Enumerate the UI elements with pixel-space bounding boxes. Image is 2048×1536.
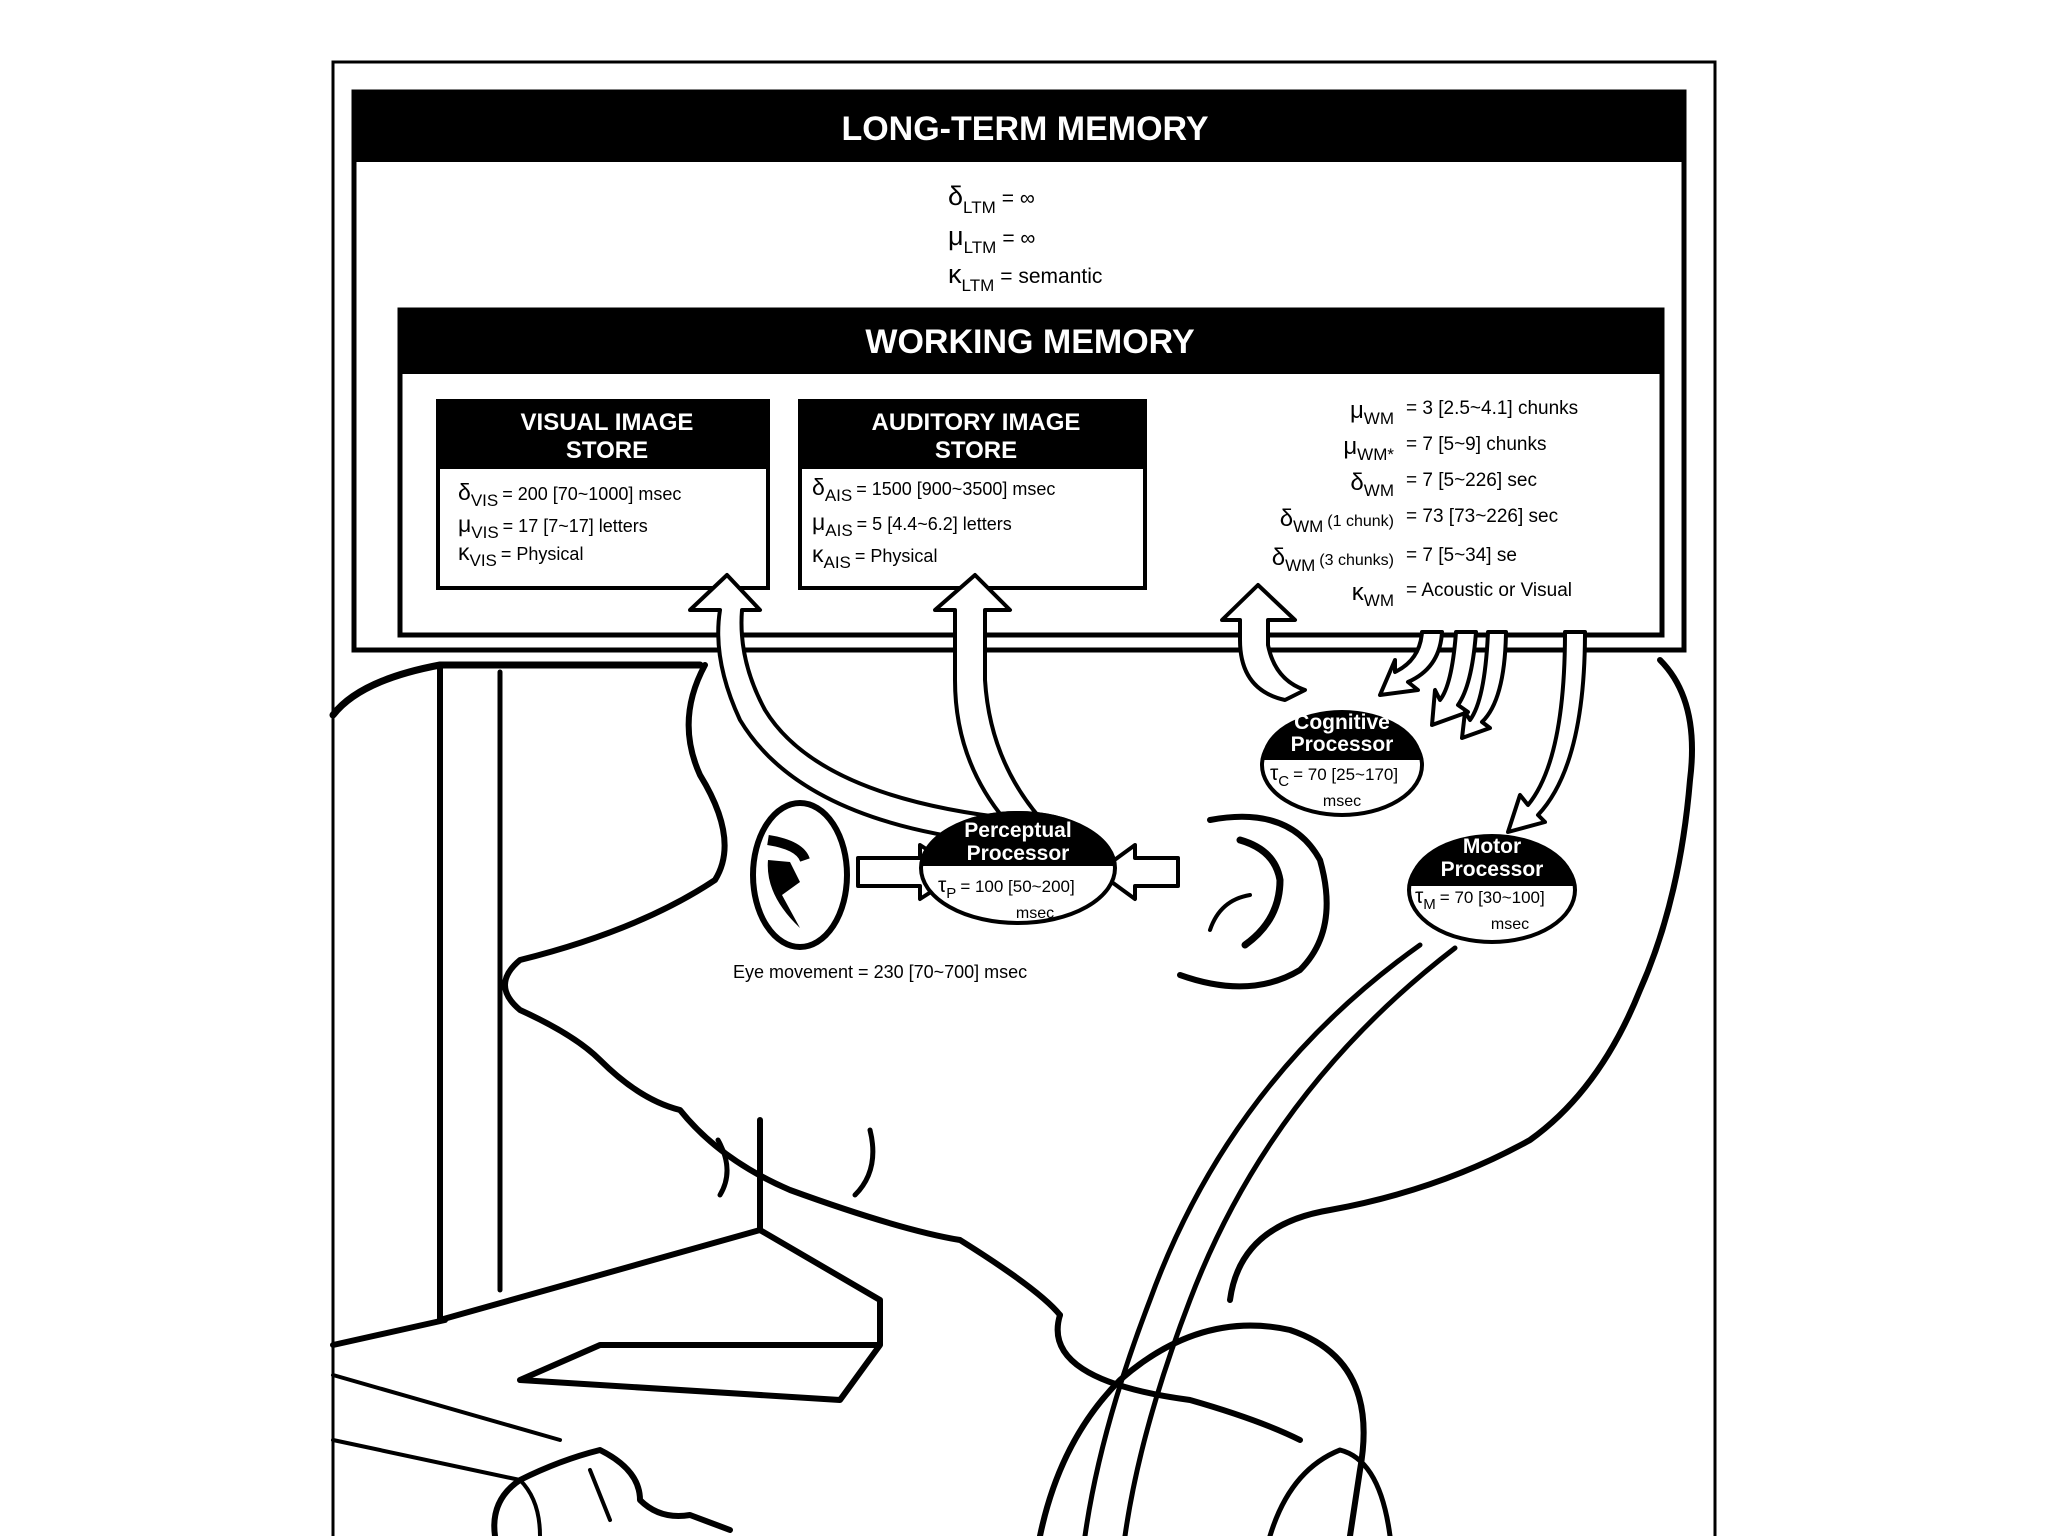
svg-text:δLTM= ∞: δLTM= ∞ bbox=[948, 181, 1035, 217]
svg-text:μAIS= 5 [4.4~6.2] letters: μAIS= 5 [4.4~6.2] letters bbox=[812, 509, 1012, 540]
motor-label-1: Motor bbox=[1463, 835, 1521, 858]
nostril bbox=[715, 1137, 730, 1198]
cognitive-unit: msec bbox=[1323, 793, 1361, 810]
svg-text:= 3 [2.5~4.1] chunks: = 3 [2.5~4.1] chunks bbox=[1406, 398, 1578, 419]
vis-params: δVIS= 200 [70~1000] msec μVIS= 17 [7~17]… bbox=[458, 479, 681, 570]
perceptual-processor: Perceptual Processor τP= 100 [50~200] ms… bbox=[919, 811, 1117, 925]
svg-text:δVIS= 200 [70~1000] msec: δVIS= 200 [70~1000] msec bbox=[458, 479, 681, 510]
svg-text:κWM: κWM bbox=[1352, 579, 1394, 610]
motor-nerve-outer bbox=[1082, 942, 1423, 1536]
svg-text:δWM(1 chunk): δWM(1 chunk) bbox=[1280, 505, 1394, 536]
vis-title-line1: VISUAL IMAGE bbox=[521, 409, 694, 436]
svg-text:μWM*: μWM* bbox=[1343, 433, 1394, 464]
cognitive-label-1: Cognitive bbox=[1294, 711, 1390, 734]
svg-text:= 7 [5~34] se: = 7 [5~34] se bbox=[1406, 545, 1517, 566]
svg-text:= 7 [5~226] sec: = 7 [5~226] sec bbox=[1406, 470, 1537, 491]
svg-text:= Acoustic or Visual: = Acoustic or Visual bbox=[1406, 580, 1572, 601]
motor-processor: Motor Processor τM= 70 [30~100] msec bbox=[1407, 834, 1577, 944]
cognitive-label-2: Processor bbox=[1291, 733, 1394, 756]
ais-title-line1: AUDITORY IMAGE bbox=[872, 409, 1081, 436]
svg-text:μWM: μWM bbox=[1350, 397, 1394, 428]
ltm-params: δLTM= ∞ μLTM= ∞ κLTM= semantic bbox=[948, 181, 1102, 295]
motor-tau: τM= 70 [30~100] bbox=[1415, 885, 1545, 913]
svg-text:κAIS= Physical: κAIS= Physical bbox=[812, 541, 937, 572]
motor-label-2: Processor bbox=[1441, 858, 1544, 881]
auditory-image-store: AUDITORY IMAGE STORE δAIS= 1500 [900~350… bbox=[798, 399, 1147, 590]
arrow-wm-to-motor bbox=[1506, 630, 1587, 834]
wm-title: WORKING MEMORY bbox=[865, 323, 1195, 361]
motor-nerve-inner bbox=[1122, 945, 1458, 1536]
jaw-line bbox=[1054, 1312, 1303, 1443]
ais-title-line2: STORE bbox=[935, 437, 1017, 464]
svg-text:δAIS= 1500 [900~3500] msec: δAIS= 1500 [900~3500] msec bbox=[812, 474, 1055, 505]
head-profile bbox=[502, 662, 1063, 1318]
motor-unit: msec bbox=[1491, 916, 1529, 933]
svg-text:= 73 [73~226] sec: = 73 [73~226] sec bbox=[1406, 506, 1558, 527]
mouth-line bbox=[852, 1127, 876, 1198]
perceptual-tau: τP= 100 [50~200] bbox=[938, 874, 1075, 902]
hand-fingers bbox=[518, 1468, 612, 1536]
arrow-wm-to-cognitive-1 bbox=[1378, 630, 1444, 697]
monitor-stand bbox=[330, 1227, 883, 1403]
arrow-ear-to-perceptual bbox=[1096, 843, 1180, 901]
eye-movement-label: Eye movement = 230 [70~700] msec bbox=[733, 962, 1027, 982]
svg-text:δWM(3 chunks): δWM(3 chunks) bbox=[1272, 544, 1394, 575]
arrow-perceptual-to-visual-store bbox=[688, 573, 1027, 844]
cognitive-tau: τC= 70 [25~170] bbox=[1270, 762, 1398, 790]
arrow-wm-to-cognitive-2 bbox=[1430, 630, 1478, 727]
wm-params: μWM = 3 [2.5~4.1] chunks μWM* = 7 [5~9] … bbox=[1272, 397, 1578, 610]
arrow-perceptual-to-auditory-store bbox=[933, 573, 1042, 822]
svg-text:μVIS= 17 [7~17] letters: μVIS= 17 [7~17] letters bbox=[458, 511, 648, 542]
cognitive-processor: Cognitive Processor τC= 70 [25~170] msec bbox=[1260, 710, 1424, 817]
svg-text:κVIS= Physical: κVIS= Physical bbox=[458, 539, 583, 570]
perceptual-label-2: Processor bbox=[967, 842, 1070, 865]
back-of-head bbox=[1227, 657, 1695, 1303]
svg-text:κLTM= semantic: κLTM= semantic bbox=[948, 259, 1102, 295]
arrow-wm-to-cognitive-3 bbox=[1460, 630, 1508, 740]
visual-image-store: VISUAL IMAGE STORE δVIS= 200 [70~1000] m… bbox=[436, 399, 770, 590]
ltm-title: LONG-TERM MEMORY bbox=[841, 110, 1208, 148]
svg-text:μLTM= ∞: μLTM= ∞ bbox=[948, 221, 1035, 257]
arrow-cognitive-to-wm bbox=[1220, 583, 1307, 702]
desk-edge bbox=[331, 1373, 562, 1482]
eye bbox=[750, 800, 850, 950]
hand bbox=[491, 1447, 733, 1536]
vis-title-line2: STORE bbox=[566, 437, 648, 464]
svg-text:= 7 [5~9] chunks: = 7 [5~9] chunks bbox=[1406, 434, 1547, 455]
svg-text:δWM: δWM bbox=[1350, 469, 1394, 500]
monitor-outline bbox=[329, 661, 704, 719]
perceptual-label-1: Perceptual bbox=[964, 819, 1071, 842]
perceptual-unit: msec bbox=[1016, 905, 1054, 922]
shoulder bbox=[1037, 1322, 1367, 1536]
illustration bbox=[329, 657, 1695, 1536]
ear bbox=[1177, 813, 1330, 990]
arm-inner bbox=[1267, 1447, 1393, 1536]
ais-params: δAIS= 1500 [900~3500] msec μAIS= 5 [4.4~… bbox=[812, 474, 1055, 572]
